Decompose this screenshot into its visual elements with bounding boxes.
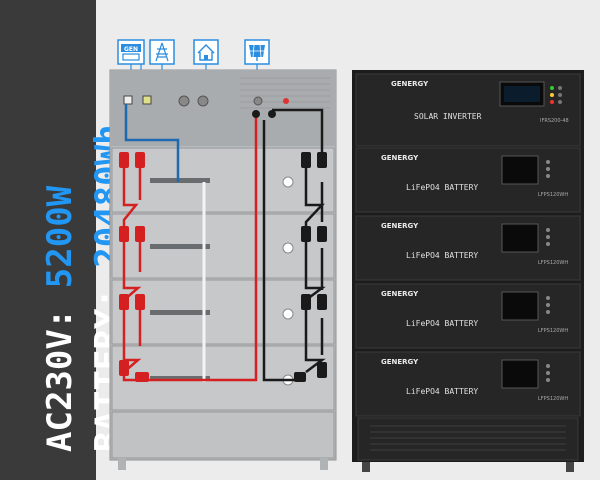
inverter-name: SOLAR INVERTER [414, 112, 482, 121]
ac-spec: AC230V: 5200W [40, 186, 80, 452]
home-icon [193, 39, 219, 65]
battery-model: LFPS120WH [538, 396, 568, 402]
spec-banner: AC230V: 5200W BATTERY: 20480Wh [0, 0, 128, 480]
inverter-model: IFRS200-48 [540, 118, 569, 124]
open-cabinet [109, 69, 337, 470]
battery-name: LiFePO4 BATTERY [406, 183, 478, 192]
battery-modules: GENERGY LiFePO4 BATTERY LFPS120WH GENERGY Li… [355, 147, 581, 417]
battery-display [501, 291, 539, 321]
battery-name: LiFePO4 BATTERY [406, 387, 478, 396]
battery-model: LFPS120WH [538, 260, 568, 266]
battery-display [501, 359, 539, 389]
battery-brand: GENERGY [381, 290, 419, 298]
battery-module: GENERGY LiFePO4 BATTERY LFPS120WH [355, 215, 581, 281]
battery-display [501, 223, 539, 253]
closed-cabinet: GENERGY SOLAR INVERTER IFRS200-48 GENERG… [352, 70, 584, 472]
wiring-diagram: GEN [109, 39, 584, 472]
terminals [119, 110, 327, 382]
ac-label: AC230V: [40, 308, 80, 452]
generator-label: GEN [124, 46, 138, 53]
battery-brand: GENERGY [381, 154, 419, 162]
battery-brand: GENERGY [381, 358, 419, 366]
ac-value: 5200W [40, 185, 80, 289]
battery-model: LFPS120WH [538, 328, 568, 334]
inverter-brand: GENERGY [391, 80, 429, 88]
battery-model: LFPS120WH [538, 192, 568, 198]
generator-icon: GEN [117, 39, 145, 65]
grid-tower-icon [149, 39, 175, 65]
battery-module: GENERGY LiFePO4 BATTERY LFPS120WH [355, 351, 581, 417]
battery-display [501, 155, 539, 185]
battery-brand: GENERGY [381, 222, 419, 230]
inverter-unit: GENERGY SOLAR INVERTER IFRS200-48 [355, 73, 581, 147]
solar-panel-icon [244, 39, 270, 65]
battery-module: GENERGY LiFePO4 BATTERY LFPS120WH [355, 283, 581, 349]
battery-name: LiFePO4 BATTERY [406, 319, 478, 328]
battery-name: LiFePO4 BATTERY [406, 251, 478, 260]
battery-module: GENERGY LiFePO4 BATTERY LFPS120WH [355, 147, 581, 213]
